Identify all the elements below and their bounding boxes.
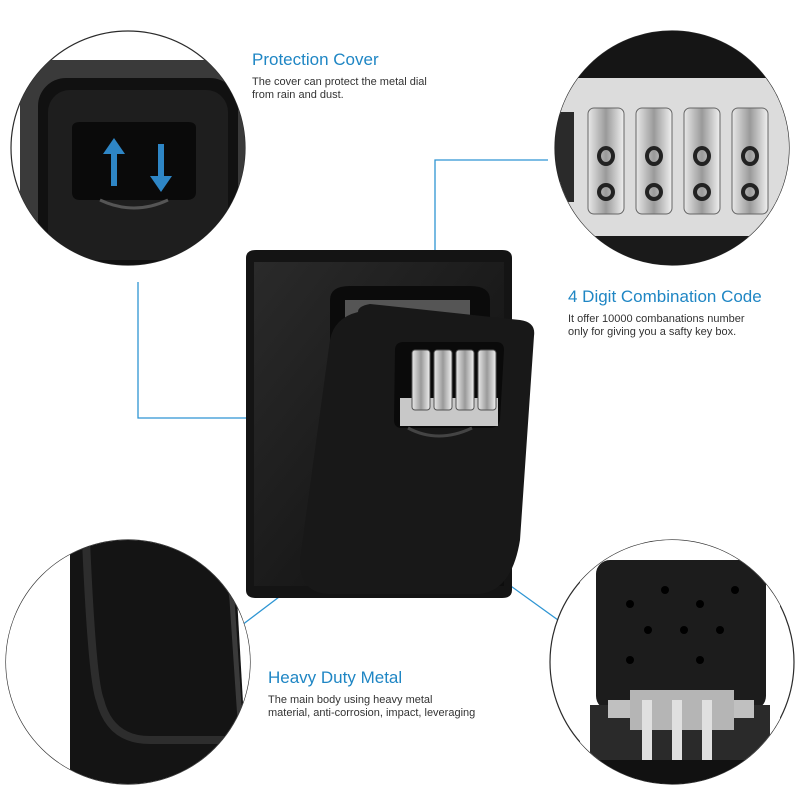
up-arrow-icon [103,138,125,186]
down-arrow-icon [150,144,172,192]
callout-combination-code: 4 Digit Combination Code It offer 10000 … [568,287,793,339]
center-dial-wheels [411,349,497,411]
callout-description: The cover can protect the metal dial fro… [252,76,452,102]
zoom-circle-heavy-metal [5,539,251,785]
callout-description: The main body using heavy metal material… [268,694,528,720]
callout-protection-cover: Protection Cover The cover can protect t… [252,50,452,102]
dial-wheels [587,107,769,215]
callout-heavy-duty-metal: Heavy Duty Metal The main body using hea… [268,668,528,720]
callout-desc-line: The cover can protect the metal dial [252,76,427,88]
key-box-body [246,250,535,598]
callout-title: Heavy Duty Metal [268,668,403,687]
callout-desc-line: material, anti-corrosion, impact, levera… [268,707,476,719]
zoom-circle-interior [549,539,795,785]
callout-desc-line: only for giving you a safty key box. [568,326,737,338]
zoom-circle-protection-cover [10,30,246,266]
callout-desc-line: from rain and dust. [252,89,344,101]
zoom-circle-combination-dials [554,30,790,266]
callout-title: Protection Cover [252,50,379,69]
callout-desc-line: It offer 10000 combanations number [568,313,745,325]
callout-description: It offer 10000 combanations number only … [568,313,793,339]
callout-desc-line: The main body using heavy metal [268,694,433,706]
callout-title: 4 Digit Combination Code [568,287,762,306]
